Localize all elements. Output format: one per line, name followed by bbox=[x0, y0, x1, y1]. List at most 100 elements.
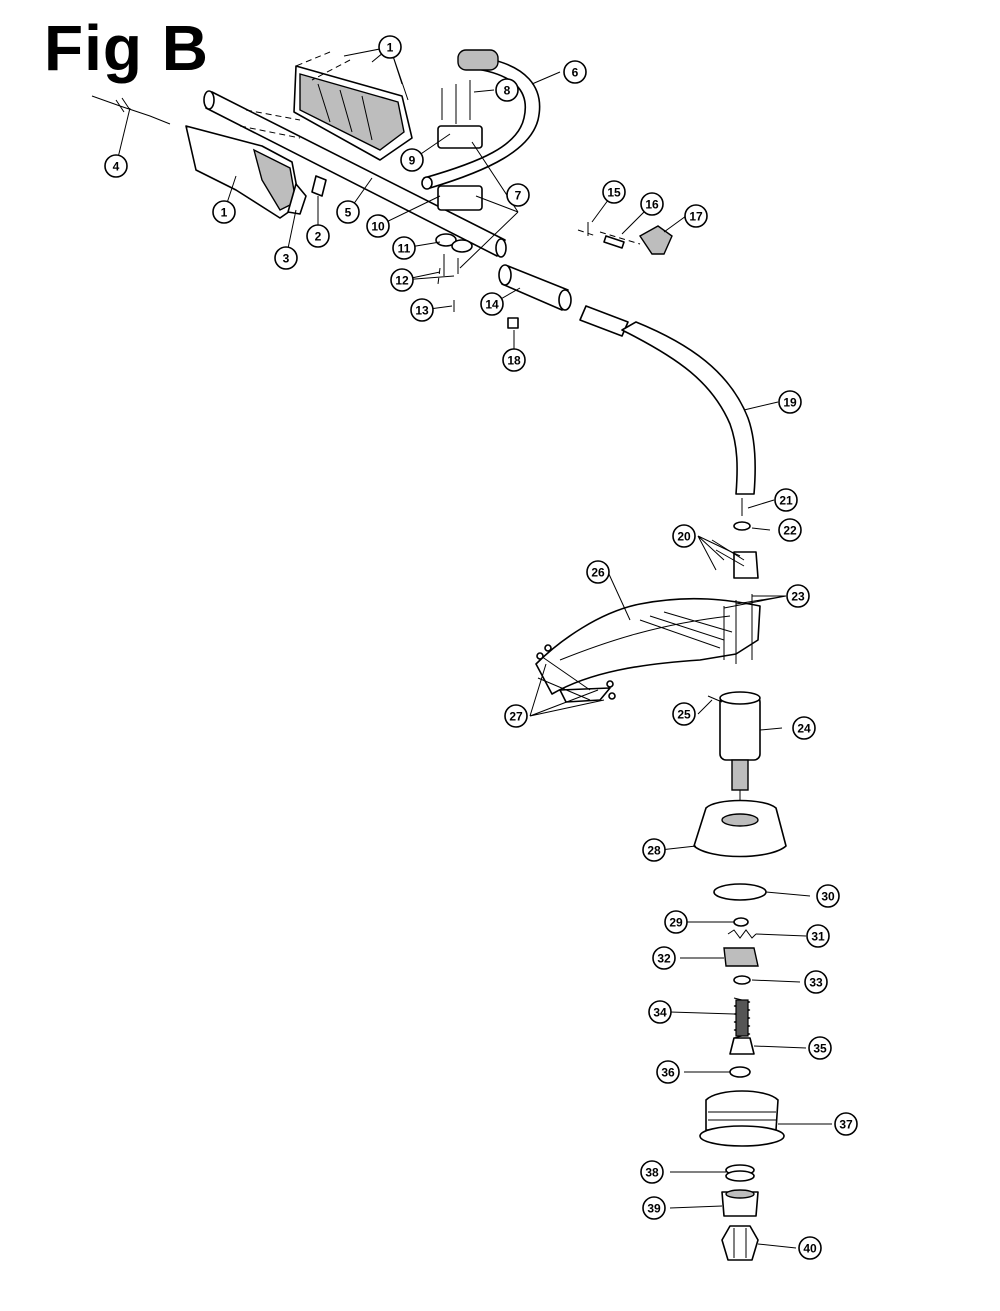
callout-circle bbox=[212, 200, 236, 224]
callout-12: 12 bbox=[390, 268, 414, 292]
callout-20: 20 bbox=[672, 524, 696, 548]
guard-and-gearhead-drawing bbox=[535, 498, 761, 808]
upper-assembly-drawing bbox=[91, 49, 541, 312]
callout-number: 26 bbox=[591, 566, 605, 580]
callout-circle bbox=[778, 518, 802, 542]
callout-circle bbox=[672, 702, 696, 726]
callout-circle bbox=[656, 1060, 680, 1084]
callout-circle bbox=[774, 488, 798, 512]
callout-19: 19 bbox=[778, 390, 802, 414]
callout-number: 17 bbox=[689, 210, 703, 224]
callout-circle bbox=[504, 704, 528, 728]
callout-28: 28 bbox=[642, 838, 666, 862]
callout-6: 6 bbox=[563, 60, 587, 84]
coupler-and-lower-shaft-drawing bbox=[498, 222, 756, 495]
callout-3: 3 bbox=[274, 246, 298, 270]
callout-circle bbox=[640, 1160, 664, 1184]
callout-circle bbox=[804, 970, 828, 994]
callout-circle bbox=[392, 236, 416, 260]
callout-25: 25 bbox=[672, 702, 696, 726]
callout-number: 27 bbox=[509, 710, 523, 724]
callout-number: 24 bbox=[797, 722, 811, 736]
callout-circle bbox=[410, 298, 434, 322]
callout-number: 38 bbox=[645, 1166, 659, 1180]
callout-circle bbox=[684, 204, 708, 228]
callout-circle bbox=[480, 292, 504, 316]
callout-4: 4 bbox=[104, 154, 128, 178]
callout-number: 20 bbox=[677, 530, 691, 544]
callout-23: 23 bbox=[786, 584, 810, 608]
callout-2: 2 bbox=[306, 224, 330, 248]
callout-circle bbox=[602, 180, 626, 204]
callout-circle bbox=[378, 35, 402, 59]
callout-number: 36 bbox=[661, 1066, 675, 1080]
callout-number: 29 bbox=[669, 916, 683, 930]
callout-number: 19 bbox=[783, 396, 797, 410]
callout-16: 16 bbox=[640, 192, 664, 216]
callout-number: 33 bbox=[809, 976, 823, 990]
callout-circle bbox=[104, 154, 128, 178]
callout-circle bbox=[563, 60, 587, 84]
callout-number: 10 bbox=[371, 220, 385, 234]
callout-circle bbox=[642, 838, 666, 862]
callout-9: 9 bbox=[400, 148, 424, 172]
callout-circle bbox=[778, 390, 802, 414]
callout-34: 34 bbox=[648, 1000, 672, 1024]
callout-circle bbox=[336, 200, 360, 224]
callout-31: 31 bbox=[806, 924, 830, 948]
callout-5: 5 bbox=[336, 200, 360, 224]
callout-11: 11 bbox=[392, 236, 416, 260]
callout-40: 40 bbox=[798, 1236, 822, 1260]
figure-title: Fig B bbox=[44, 12, 209, 84]
callout-33: 33 bbox=[804, 970, 828, 994]
callout-22: 22 bbox=[778, 518, 802, 542]
callout-circle bbox=[586, 560, 610, 584]
callout-number: 28 bbox=[647, 844, 661, 858]
callout-number: 9 bbox=[409, 154, 416, 168]
callout-18: 18 bbox=[502, 348, 526, 372]
trimmer-head-drawing bbox=[693, 799, 787, 1261]
callout-circle bbox=[672, 524, 696, 548]
callout-circle bbox=[502, 348, 526, 372]
callout-number: 37 bbox=[839, 1118, 853, 1132]
callout-number: 5 bbox=[345, 206, 352, 220]
callout-number: 34 bbox=[653, 1006, 667, 1020]
callout-number: 31 bbox=[811, 930, 825, 944]
callout-27: 27 bbox=[504, 704, 528, 728]
callout-number: 4 bbox=[113, 160, 120, 174]
callout-circle bbox=[664, 910, 688, 934]
callout-number: 35 bbox=[813, 1042, 827, 1056]
callout-number: 13 bbox=[415, 304, 429, 318]
callout-number: 7 bbox=[515, 189, 522, 203]
callout-circle bbox=[798, 1236, 822, 1260]
callout-circle bbox=[834, 1112, 858, 1136]
callout-circle bbox=[786, 584, 810, 608]
callout-39: 39 bbox=[642, 1196, 666, 1220]
callout-15: 15 bbox=[602, 180, 626, 204]
callout-number: 14 bbox=[485, 298, 499, 312]
callout-circle bbox=[306, 224, 330, 248]
callout-32: 32 bbox=[652, 946, 676, 970]
callout-number: 11 bbox=[398, 242, 411, 256]
callout-circle bbox=[400, 148, 424, 172]
callout-number: 3 bbox=[283, 252, 290, 266]
callout-number: 25 bbox=[677, 708, 691, 722]
callout-10: 10 bbox=[366, 214, 390, 238]
callout-circle bbox=[642, 1196, 666, 1220]
callout-number: 18 bbox=[507, 354, 521, 368]
callout-circle bbox=[366, 214, 390, 238]
callout-number: 1 bbox=[387, 41, 394, 55]
callout-number: 6 bbox=[572, 66, 579, 80]
callout-number: 23 bbox=[791, 590, 805, 604]
callout-number: 16 bbox=[645, 198, 659, 212]
callout-38: 38 bbox=[640, 1160, 664, 1184]
callout-circle bbox=[792, 716, 816, 740]
callout-circle bbox=[652, 946, 676, 970]
callout-17: 17 bbox=[684, 204, 708, 228]
callout-circle bbox=[648, 1000, 672, 1024]
callout-number: 1 bbox=[221, 206, 228, 220]
callout-7: 7 bbox=[506, 183, 530, 207]
callout-circle bbox=[808, 1036, 832, 1060]
callout-circle bbox=[640, 192, 664, 216]
